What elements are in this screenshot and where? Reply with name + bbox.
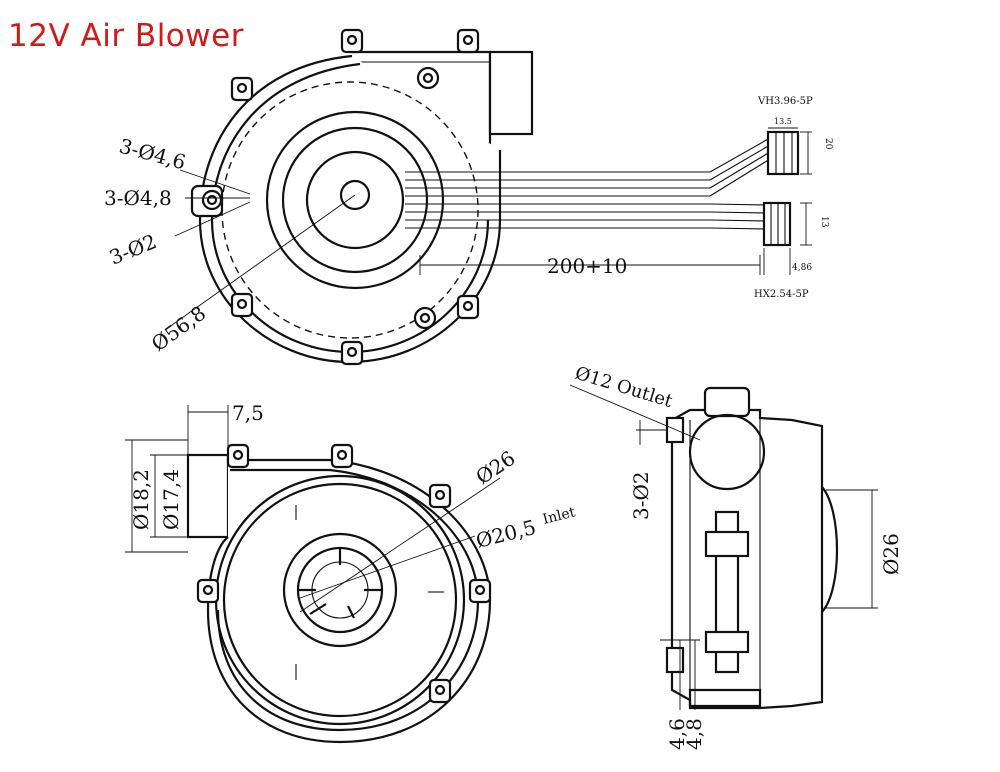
label-side-holes: 3-Ø2 (629, 471, 653, 520)
label-outlet-offset: 7,5 (232, 401, 264, 425)
label-cable-length: 200+10 (547, 254, 627, 278)
label-hole-outer: 3-Ø4,6 (117, 134, 189, 175)
label-hole-mid: 3-Ø4,8 (104, 186, 172, 210)
label-body-diameter: Ø56,8 (147, 301, 210, 356)
label-outlet-inner: Ø17,4 (159, 469, 183, 530)
label-conn-depth-bottom: 4,86 (792, 263, 812, 273)
label-connector-top: VH3.96-5P (757, 96, 813, 107)
connector-hx254 (762, 201, 792, 247)
top-view (164, 28, 812, 366)
label-side-dim-b: 4,8 (682, 718, 706, 750)
mounting-lug (230, 28, 480, 366)
label-inlet-word: Inlet (541, 504, 577, 528)
label-conn-height-bottom: 13 (819, 216, 829, 228)
label-conn-width-top: 13.5 (774, 117, 792, 126)
mounting-lug (196, 443, 492, 704)
label-outlet-side: Ø12 Outlet (573, 363, 676, 413)
connector-vh396 (766, 130, 800, 176)
label-connector-bottom: HX2.54-5P (754, 289, 809, 300)
label-side-diameter: Ø26 (879, 533, 903, 575)
side-view (569, 384, 878, 710)
label-inlet-inner: Ø20,5 (473, 515, 538, 553)
label-inlet-outer: Ø26 (471, 446, 519, 489)
label-conn-height-top: 20 (823, 138, 833, 150)
label-hole-inner: 3-Ø2 (106, 229, 160, 269)
label-outlet-outer: Ø18,2 (129, 469, 153, 530)
wire-bundle (405, 137, 771, 230)
inlet-view (125, 405, 501, 744)
diagram-title: 12V Air Blower (8, 18, 244, 54)
label-side-dim-a: 4,6 (665, 718, 689, 750)
